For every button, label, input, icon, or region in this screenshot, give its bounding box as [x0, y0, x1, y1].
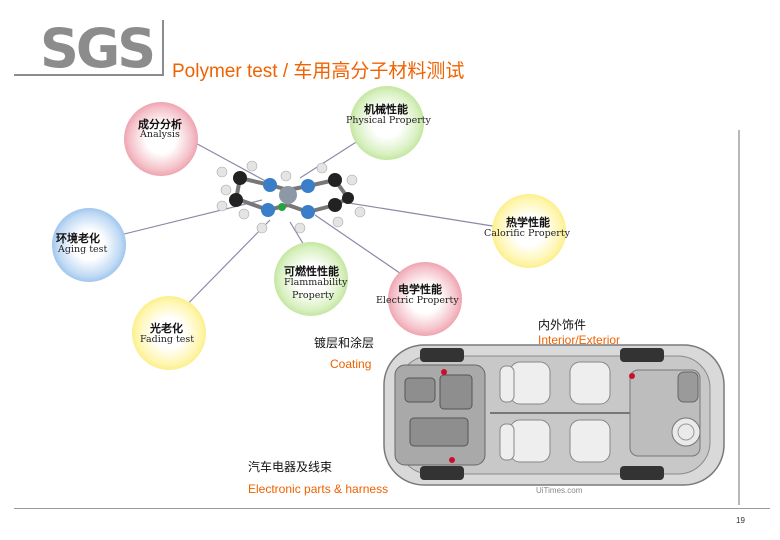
aging-test-label-cn: 环境老化	[56, 232, 100, 245]
watermark: UiTimes.com	[536, 486, 583, 495]
analysis-bubble	[124, 102, 198, 176]
logo-underline	[14, 74, 162, 76]
aging-test-label-en: Aging test	[58, 244, 108, 255]
flammability-label-en1: Flammability	[284, 277, 348, 288]
physical-property-bubble	[350, 86, 424, 160]
analysis-label-cn: 成分分析	[138, 118, 182, 131]
logo-divider	[162, 20, 164, 76]
interior-exterior-label-en: Interior/Exterior	[538, 333, 621, 347]
electronic-parts-label-en: Electronic parts & harness	[248, 482, 389, 496]
analysis-label-en: Analysis	[140, 129, 180, 140]
electric-property-bubble	[388, 262, 462, 336]
physical-property-label-en: Physical Property	[346, 115, 431, 126]
fading-test-bubble	[132, 296, 206, 370]
footer-rule	[14, 508, 770, 509]
coating-label-cn: 镀层和涂层	[314, 336, 375, 350]
car-illustration	[383, 344, 725, 486]
flammability-bubble	[274, 242, 348, 316]
calorific-property-label-en: Calorific Property	[484, 228, 571, 239]
flammability-label-en2: Property	[292, 290, 335, 301]
page-number: 19	[736, 516, 745, 525]
flammability-label-cn: 可燃性性能	[284, 265, 339, 278]
electric-property-label-cn: 电学性能	[398, 283, 442, 296]
aging-test-bubble	[52, 208, 126, 282]
fading-test-label-cn: 光老化	[150, 322, 183, 335]
physical-property-label-cn: 机械性能	[364, 103, 408, 116]
slide-title: Polymer test / 车用高分子材料测试	[172, 61, 465, 82]
calorific-property-bubble	[492, 194, 566, 268]
interior-exterior-label-cn: 内外饰件	[538, 318, 587, 332]
fading-test-label-en: Fading test	[140, 334, 195, 345]
calorific-property-label-cn: 热学性能	[506, 216, 550, 229]
sgs-logo: SGS	[40, 17, 156, 80]
electronic-parts-label-cn: 汽车电器及线束	[248, 460, 333, 474]
electric-property-label-en: Electric Property	[376, 295, 459, 306]
molecule-model	[216, 160, 366, 234]
right-frame-line	[738, 130, 740, 505]
coating-label-en: Coating	[330, 357, 372, 371]
